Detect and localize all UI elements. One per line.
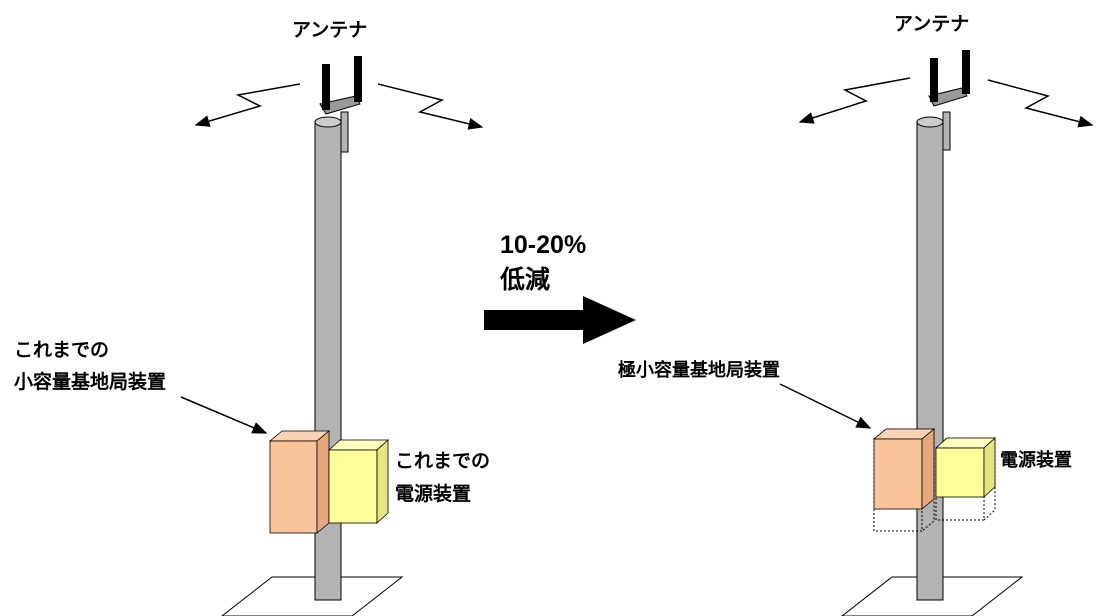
reduction-arrow (484, 296, 636, 344)
left-antenna-label: アンテナ (292, 19, 367, 41)
right-wave-right (987, 79, 1094, 128)
reduction-percentage: 10-20% (500, 231, 586, 259)
right-antenna-icon (928, 50, 970, 151)
left-base-unit-pointer (180, 396, 268, 434)
right-power-unit-box (934, 437, 997, 498)
left-pole-top (314, 116, 342, 128)
right-base-unit-label: 極小容量基地局装置 (618, 359, 780, 381)
left-antenna-icon (319, 56, 362, 153)
left-ground-plate (221, 576, 404, 616)
right-antenna-label: アンテナ (894, 13, 969, 35)
left-base-unit-label-line2: 小容量基地局装置 (14, 370, 166, 393)
left-wave-left (194, 83, 301, 127)
left-base-unit-label-line1: これまでの (14, 339, 109, 361)
right-base-unit-pointer (779, 383, 872, 429)
left-power-unit-label-line2: 電源装置 (395, 482, 471, 505)
right-wave-left (798, 77, 911, 124)
right-pole (916, 121, 944, 601)
transition: 10-20% 低減 (484, 231, 636, 344)
left-station: アンテナ これまでの 小容量基地局装置 これまでの 電源装置 (14, 19, 490, 616)
right-pole-top (916, 116, 944, 128)
right-base-unit-box (872, 428, 936, 510)
left-wave-right (377, 83, 484, 130)
left-power-unit-box (327, 439, 390, 524)
right-power-unit-label: 電源装置 (1000, 449, 1072, 471)
left-power-unit-label-line1: これまでの (395, 450, 490, 472)
left-base-unit-box (268, 430, 331, 534)
right-station: アンテナ 極小容量基地局装置 電源装置 (618, 13, 1094, 616)
reduction-word: 低減 (499, 266, 550, 294)
